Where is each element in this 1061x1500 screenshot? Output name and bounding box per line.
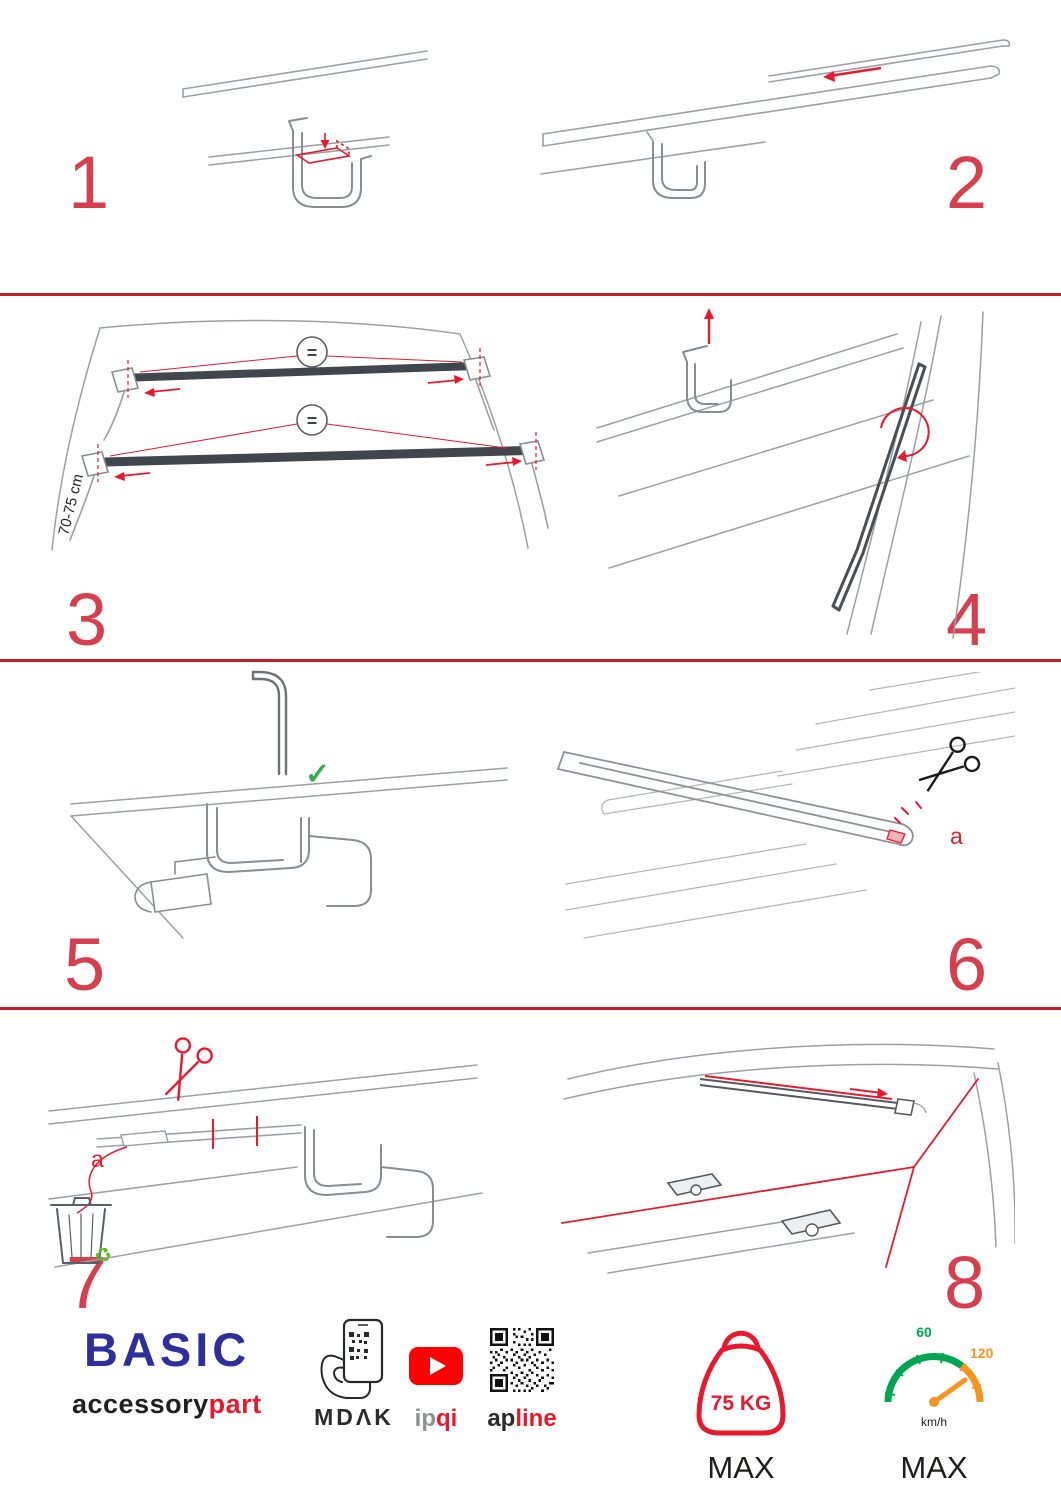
- crossbars: [88, 362, 528, 467]
- step-2-illustration: [540, 39, 1011, 199]
- brand-sub-red: part: [208, 1389, 262, 1419]
- step-1-number: 1: [68, 141, 110, 224]
- step-3-number: 3: [66, 578, 108, 661]
- bar-feet: [80, 356, 546, 477]
- equal-badge: [296, 336, 328, 368]
- apline-black: ap: [487, 1405, 516, 1432]
- gauge-high-label: 120: [970, 1345, 994, 1361]
- step-4-number: 4: [946, 578, 988, 661]
- gauge-needle: [931, 1377, 968, 1405]
- section-divider-2: [0, 659, 1061, 662]
- speedometer-icon: 60 120 km/h: [884, 1324, 994, 1428]
- step-8-illustration: [561, 1043, 1015, 1274]
- ipqi-gray: ip: [414, 1405, 436, 1432]
- brand-subtitle: accessorypart: [72, 1389, 262, 1420]
- clamp-body: [304, 1126, 434, 1238]
- logo-ipqi: ipqi: [402, 1405, 470, 1433]
- phone-scan-icon: [320, 1318, 384, 1399]
- rotation-arrow: [880, 407, 930, 458]
- cut-piece: [120, 1130, 169, 1147]
- qr-code: [490, 1328, 554, 1392]
- discard-curve: [76, 1146, 128, 1214]
- youtube-icon: [409, 1347, 463, 1385]
- logo-mdak: MDΛK: [314, 1404, 394, 1430]
- clamp-hook: [288, 117, 372, 208]
- step-7-illustration: a ♻: [48, 1037, 483, 1268]
- lower-bracket: [150, 873, 212, 913]
- apline-red: line: [515, 1405, 557, 1432]
- red-arrow: [320, 140, 330, 149]
- red-arrow-head: [823, 71, 835, 82]
- clamp-body: [206, 803, 372, 907]
- hand: [320, 1354, 371, 1399]
- step-5-illustration: ✓: [70, 670, 508, 939]
- step-5-number: 5: [64, 923, 106, 1006]
- red-arrow-head: [704, 308, 714, 319]
- scissors-icon: [918, 736, 981, 792]
- weight-icon: 75 KG: [696, 1330, 786, 1436]
- gauge-unit-label: km/h: [921, 1415, 947, 1428]
- step-1-illustration: [182, 50, 428, 208]
- brand-logo: BASIC accessorypart: [72, 1322, 262, 1420]
- step-4-illustration: [596, 308, 984, 639]
- cut-bits: [894, 801, 922, 824]
- equal-badge: [296, 404, 328, 436]
- strip-end-highlight: [886, 829, 906, 844]
- brand-sub-black: accessory: [72, 1389, 209, 1419]
- red-arrow-head: [877, 1088, 888, 1098]
- crossbar: [557, 751, 914, 847]
- red-arrow: [849, 1088, 883, 1094]
- step-8-number: 8: [944, 1241, 986, 1324]
- rotation-arrow-head: [897, 450, 907, 462]
- bar-feet: [666, 1173, 842, 1237]
- step-3-illustration: = = 70-75 cm: [51, 319, 549, 551]
- red-boundary: [561, 1078, 979, 1268]
- recycle-icon: ♻: [94, 1245, 112, 1267]
- dimension-label: 70-75 cm: [55, 472, 87, 537]
- step-6-number: 6: [946, 923, 988, 1006]
- equal-symbol: =: [307, 343, 318, 363]
- step-6-illustration: a: [557, 672, 1015, 939]
- insert-pad-highlight: [294, 133, 352, 164]
- section-divider-1: [0, 293, 1061, 296]
- clamp-hook: [652, 141, 706, 199]
- clamp-hook: [682, 345, 732, 413]
- check-icon: ✓: [305, 758, 330, 791]
- red-arrow: [828, 66, 882, 78]
- gauge-low-label: 60: [916, 1324, 932, 1340]
- hook-pin: [251, 670, 288, 776]
- equal-symbol: =: [307, 411, 318, 431]
- adjust-arrows: [114, 375, 522, 481]
- label-a: a: [950, 823, 963, 849]
- ipqi-red: qi: [436, 1405, 458, 1432]
- scissors-icon: [164, 1037, 213, 1101]
- trash-bin-icon: [50, 1197, 112, 1264]
- allen-key: [831, 362, 927, 612]
- mounted-bar: [699, 1075, 927, 1116]
- weight-max-label: MAX: [707, 1450, 775, 1485]
- logo-apline: apline: [484, 1405, 560, 1433]
- section-divider-3: [0, 1007, 1061, 1010]
- step-2-number: 2: [946, 141, 988, 224]
- phone-qr-pattern: [349, 1332, 369, 1360]
- label-a: a: [91, 1146, 104, 1172]
- weight-value: 75 KG: [711, 1392, 772, 1415]
- speed-max-label: MAX: [900, 1450, 968, 1485]
- brand-title: BASIC: [84, 1323, 251, 1376]
